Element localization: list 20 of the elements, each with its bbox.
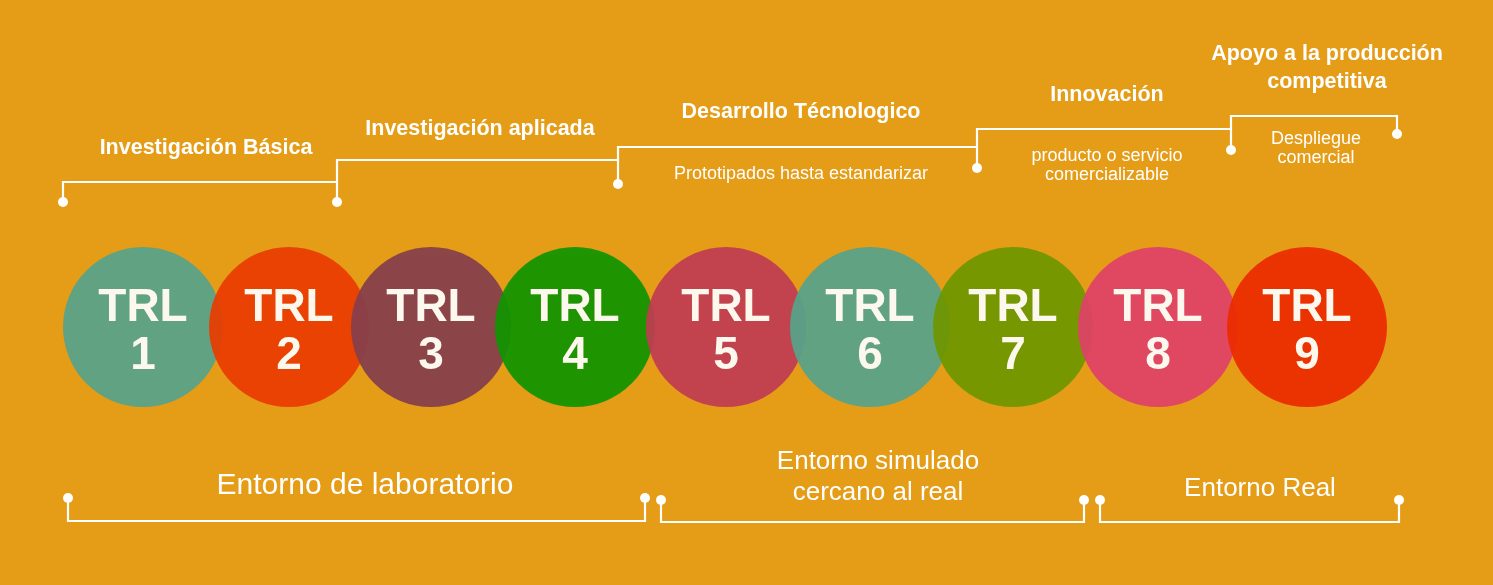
stage-description: Prototipados hasta estandarizar <box>672 163 930 183</box>
level-label: TRL 3 <box>385 281 477 377</box>
level-label: TRL 1 <box>97 281 189 377</box>
stage-description: Despliegue comercial <box>1269 129 1363 167</box>
stage-heading: Innovación <box>1049 81 1165 107</box>
level-label: TRL 9 <box>1261 281 1353 377</box>
stage-heading: Desarrollo Técnologico <box>680 98 922 124</box>
stage-description: producto o servicio comercializable <box>1030 146 1184 184</box>
level-label: TRL 4 <box>529 281 621 377</box>
level-label: TRL 7 <box>967 281 1059 377</box>
stage-heading: Investigación Básica <box>98 134 314 160</box>
level-label: TRL 2 <box>243 281 335 377</box>
environment-label: Entorno de laboratorio <box>215 467 515 501</box>
level-label: TRL 8 <box>1112 281 1204 377</box>
environment-label: Entorno simulado cercano al real <box>775 445 981 507</box>
environment-label: Entorno Real <box>1183 471 1337 503</box>
level-label: TRL 5 <box>680 281 772 377</box>
stage-heading: Investigación aplicada <box>364 115 596 141</box>
stage-heading: Apoyo a la producción competitiva <box>1210 40 1444 95</box>
level-label: TRL 6 <box>824 281 916 377</box>
